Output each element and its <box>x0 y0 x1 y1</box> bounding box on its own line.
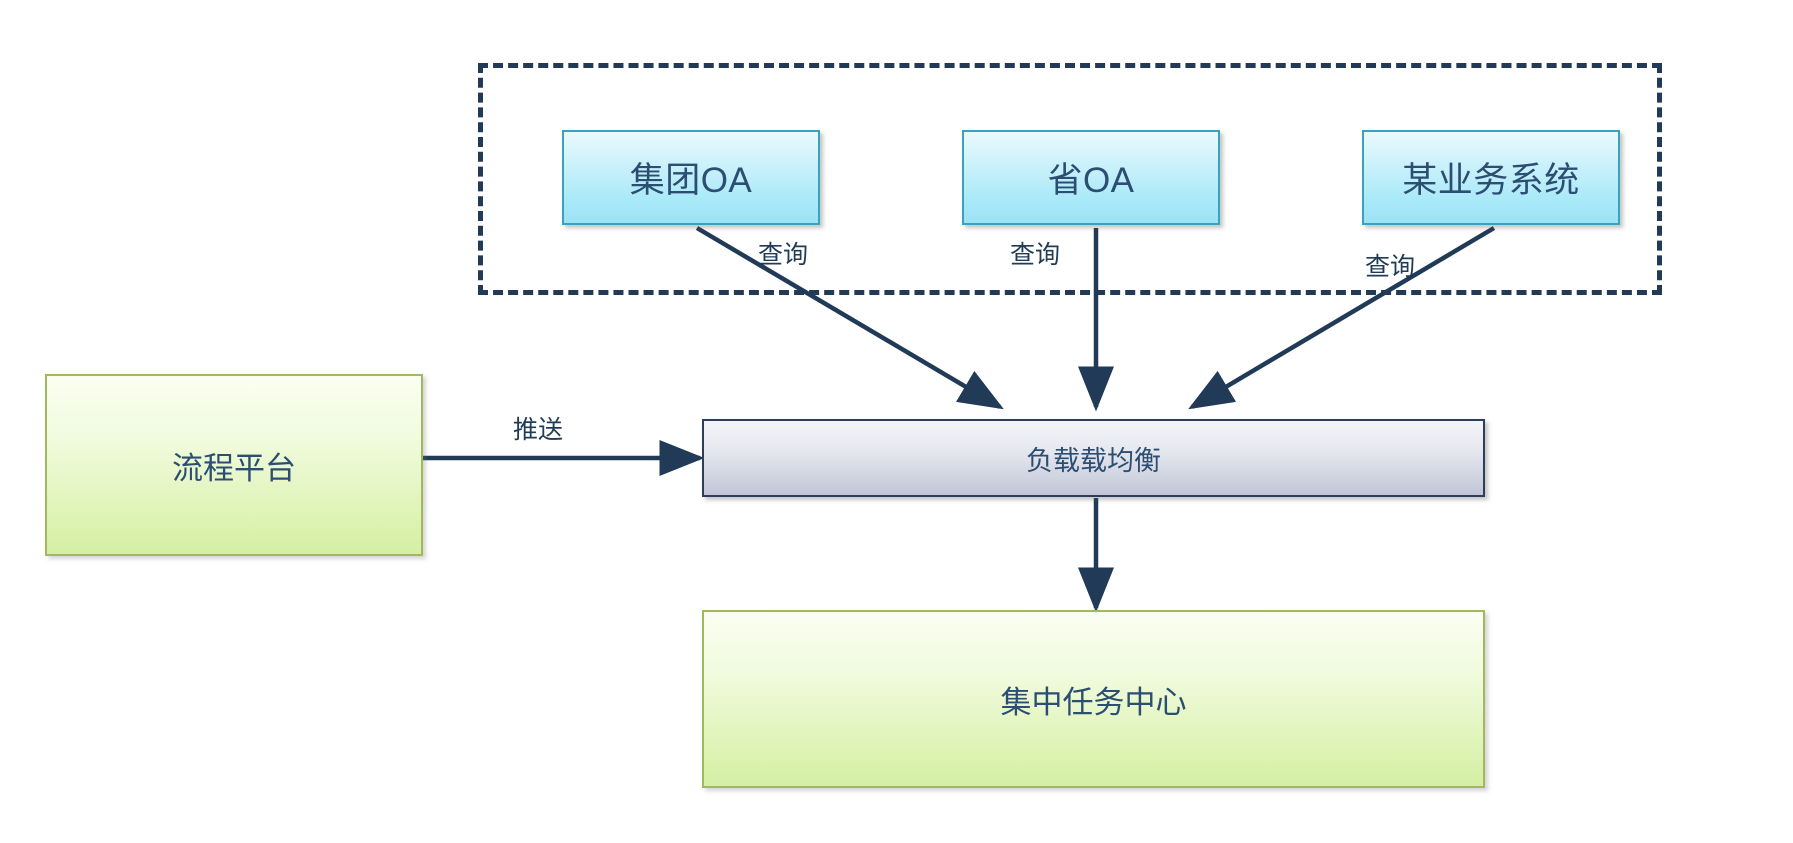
external-systems-group <box>478 63 1662 295</box>
node-load-balancer-label: 负载载均衡 <box>1026 445 1161 476</box>
edge-label-query-business-system: 查询 <box>1365 253 1416 281</box>
edge-label-query-group-oa: 查询 <box>758 241 809 269</box>
node-province-oa[interactable]: 省OA <box>962 130 1220 225</box>
node-business-system-label: 某业务系统 <box>1402 161 1580 200</box>
node-task-center-label: 集中任务中心 <box>1000 684 1187 720</box>
node-load-balancer[interactable]: 负载载均衡 <box>702 419 1485 497</box>
node-task-center[interactable]: 集中任务中心 <box>702 610 1485 788</box>
node-business-system[interactable]: 某业务系统 <box>1362 130 1620 225</box>
edge-label-push: 推送 <box>513 416 564 444</box>
edge-label-query-province-oa: 查询 <box>1010 241 1061 269</box>
node-group-oa[interactable]: 集团OA <box>562 130 820 225</box>
node-group-oa-label: 集团OA <box>629 161 753 200</box>
node-process-platform-label: 流程平台 <box>172 450 296 486</box>
node-province-oa-label: 省OA <box>1047 161 1135 200</box>
node-process-platform[interactable]: 流程平台 <box>45 374 423 556</box>
